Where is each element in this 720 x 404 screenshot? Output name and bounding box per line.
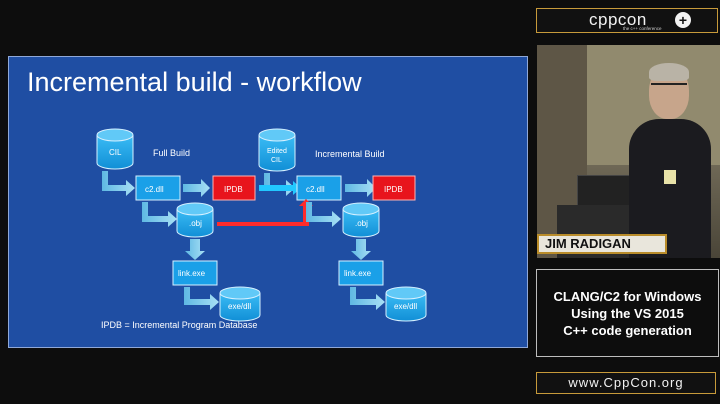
arrow-link-to-exedll-right — [350, 287, 385, 310]
obj-right-label: .obj — [355, 219, 368, 228]
c2-dll-right-node — [296, 175, 342, 201]
glasses-icon — [651, 83, 687, 91]
exedll-left-node — [219, 286, 261, 322]
talk-title-box: CLANG/C2 for Windows Using the VS 2015 C… — [536, 269, 719, 357]
c2-dll-left-label: c2.dll — [145, 185, 164, 194]
website-url: www.CppCon.org — [536, 372, 716, 394]
ipdb-left-label: IPDB — [224, 185, 243, 194]
c2-dll-left-node — [135, 175, 181, 201]
talk-title-line2: Using the VS 2015 — [571, 306, 684, 321]
c2-dll-right-label: c2.dll — [306, 185, 325, 194]
cil-node — [96, 128, 134, 170]
obj-right-node — [342, 202, 380, 238]
arrow-link-to-exedll-left — [184, 287, 219, 310]
exedll-left-label: exe/dll — [228, 302, 251, 311]
brand-name: cppcon — [589, 10, 647, 29]
slide-title: Incremental build - workflow — [27, 67, 362, 97]
speaker-name: JIM RADIGAN — [537, 234, 667, 254]
arrow-ipdb-to-c2-right — [259, 181, 301, 195]
speaker-video — [537, 45, 720, 258]
full-build-heading: Full Build — [153, 148, 190, 158]
edited-cil-node — [258, 128, 296, 172]
ipdb-footnote: IPDB = Incremental Program Database — [101, 320, 258, 330]
ipdb-right-label: IPDB — [384, 185, 403, 194]
edited-cil-label-line2: CIL — [271, 157, 282, 164]
obj-left-node — [176, 202, 214, 238]
plus-icon: + — [675, 12, 691, 28]
ipdb-right-node — [372, 175, 416, 201]
link-exe-left-node — [172, 260, 218, 286]
arrow-edited-cil-to-c2 — [264, 173, 295, 196]
arrow-c2-to-obj-left — [142, 202, 177, 227]
incremental-build-heading: Incremental Build — [315, 149, 385, 159]
link-exe-left-label: link.exe — [178, 269, 206, 278]
arrow-cil-to-c2 — [102, 171, 135, 196]
arrow-c2-to-ipdb-left — [183, 179, 210, 197]
cil-label: CIL — [109, 148, 122, 157]
workflow-diagram: CIL c2.dll IPDB .obj link.exe ex — [96, 128, 427, 322]
presentation-slide: Incremental build - workflow CIL c2.dll — [8, 56, 528, 348]
cppcon-logo: cppcon the c++ conference + — [536, 8, 718, 33]
link-exe-right-node — [338, 260, 384, 286]
obj-left-label: .obj — [189, 219, 202, 228]
ipdb-left-node — [212, 175, 256, 201]
arrow-obj-to-link-left — [185, 239, 205, 260]
exedll-right-node — [385, 286, 427, 322]
arrow-c2-to-ipdb-right — [345, 179, 376, 197]
arrow-obj-left-to-c2-right — [217, 199, 313, 226]
arrow-c2-to-obj-right — [306, 202, 341, 227]
talk-title-line1: CLANG/C2 for Windows — [553, 289, 702, 304]
brand-tagline: the c++ conference — [623, 26, 662, 31]
name-badge — [664, 170, 676, 184]
exedll-right-label: exe/dll — [394, 302, 417, 311]
arrow-obj-to-link-right — [351, 239, 371, 260]
talk-title-line3: C++ code generation — [563, 323, 692, 338]
edited-cil-label-line1: Edited — [267, 148, 287, 155]
link-exe-right-label: link.exe — [344, 269, 372, 278]
